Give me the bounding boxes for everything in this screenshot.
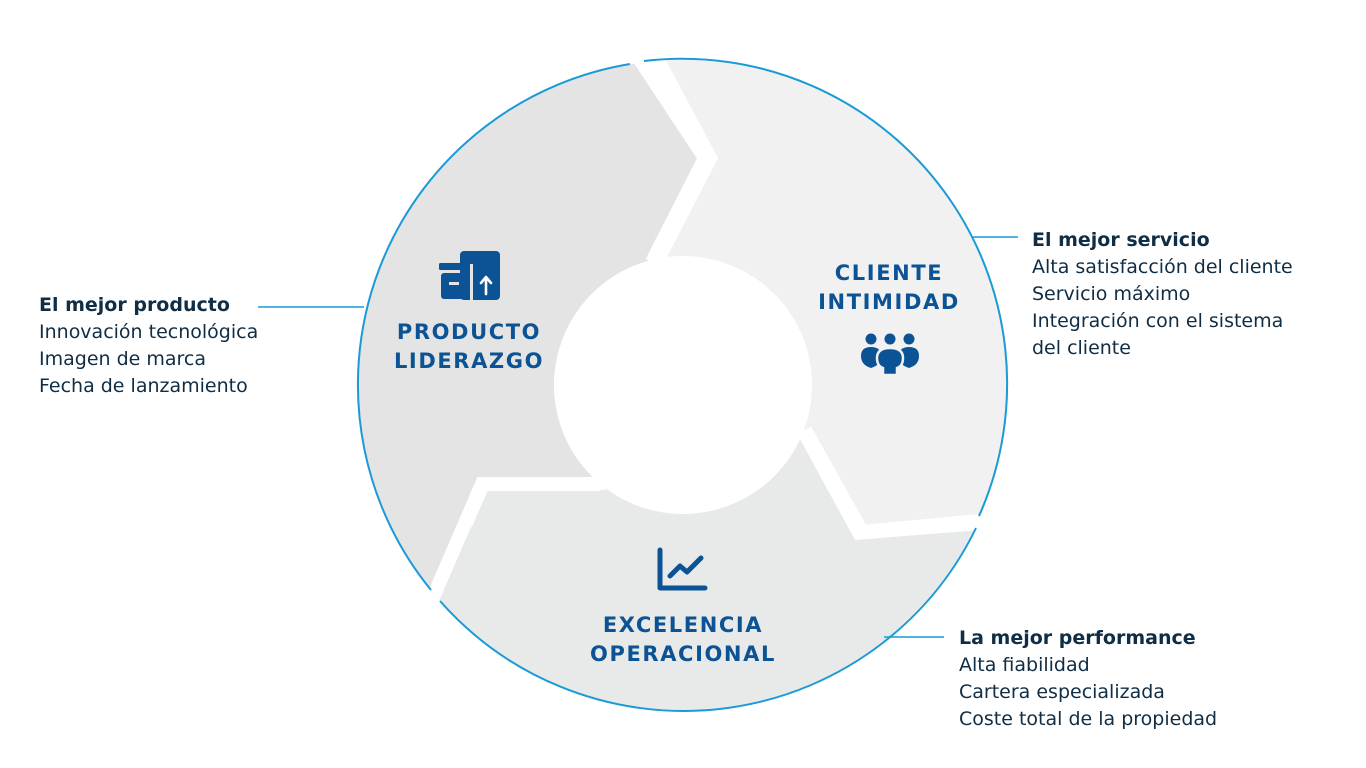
note-excelencia-title: La mejor performance	[959, 627, 1196, 649]
segment-cliente-line1: CLIENTE	[834, 261, 944, 285]
note-cliente-item: Integración con el sistema	[1032, 310, 1284, 332]
note-producto-item: Innovación tecnológica	[39, 321, 259, 343]
segment-label-excelencia: EXCELENCIA OPERACIONAL	[560, 611, 806, 669]
group-people-icon	[861, 333, 919, 376]
segment-producto-line2: LIDERAZGO	[393, 349, 545, 373]
segment-excelencia-line1: EXCELENCIA	[602, 613, 764, 637]
note-producto-item: Imagen de marca	[39, 348, 207, 370]
box-upload-icon	[439, 251, 500, 300]
segment-excelencia-line2: OPERACIONAL	[590, 642, 776, 666]
note-cliente-title: El mejor servicio	[1032, 229, 1210, 251]
note-excelencia-item: Coste total de la propiedad	[959, 708, 1218, 730]
ring-outline-excelencia	[439, 527, 977, 712]
note-producto-item: Fecha de lanzamiento	[39, 375, 248, 397]
note-producto: El mejor producto Innovación tecnológica…	[39, 292, 258, 400]
segment-label-cliente: CLIENTE INTIMIDAD	[800, 259, 978, 317]
segment-label-producto: PRODUCTO LIDERAZGO	[380, 318, 558, 376]
note-excelencia-item: Cartera especializada	[959, 681, 1165, 703]
note-excelencia: La mejor performance Alta fiabilidad Car…	[959, 625, 1217, 733]
segment-cliente-line2: INTIMIDAD	[818, 290, 960, 314]
note-excelencia-item: Alta fiabilidad	[959, 654, 1090, 676]
note-producto-title: El mejor producto	[39, 294, 230, 316]
note-cliente-item: Servicio máximo	[1032, 283, 1191, 305]
note-cliente: El mejor servicio Alta satisfacción del …	[1032, 227, 1293, 362]
segment-producto-line1: PRODUCTO	[396, 320, 542, 344]
note-cliente-item: del cliente	[1032, 337, 1131, 359]
center-hole	[554, 256, 812, 514]
ring-outline-cliente	[643, 57, 1009, 517]
line-chart-icon	[657, 547, 708, 591]
ring-outline-producto	[356, 63, 631, 591]
note-cliente-item: Alta satisfacción del cliente	[1032, 256, 1293, 278]
